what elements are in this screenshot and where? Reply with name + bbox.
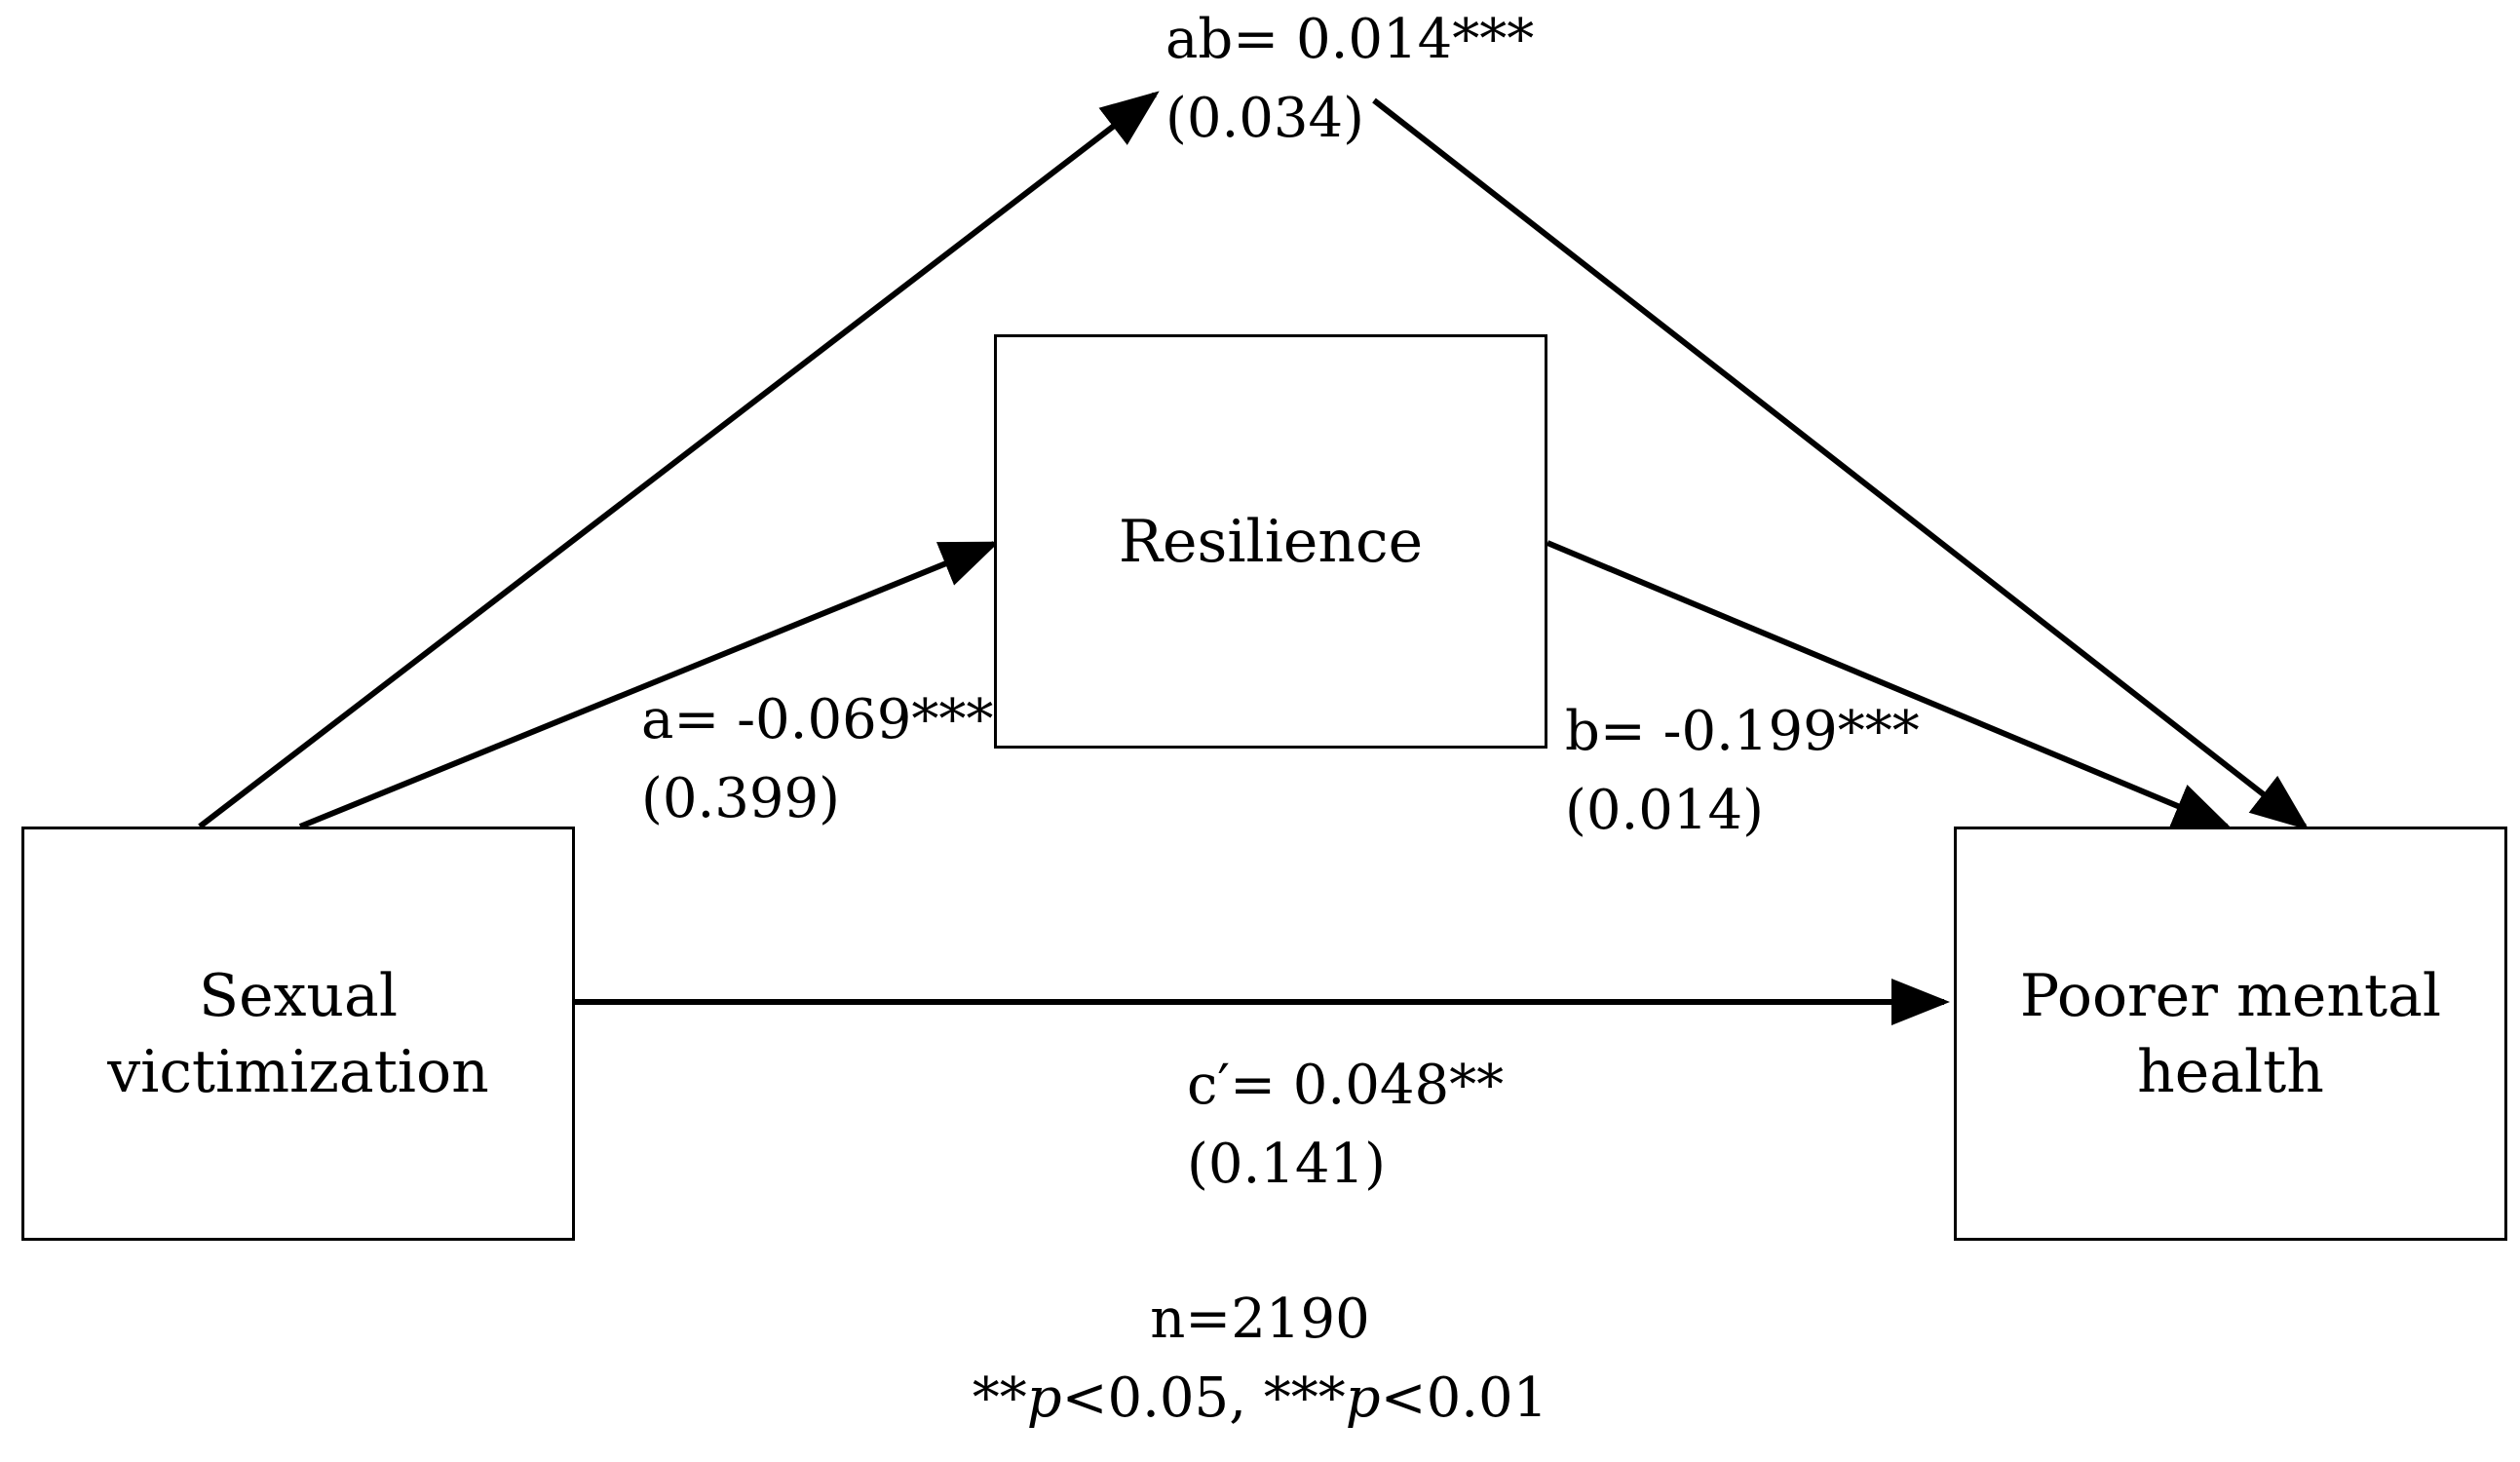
node-resilience-label: Resilience [1118, 507, 1424, 576]
diagram-footnote: n=2190 **p<0.05, ***p<0.01 [0, 1280, 2520, 1438]
indirect-se: (0.034) [1165, 87, 1365, 151]
path-a-se: (0.399) [641, 767, 841, 831]
label-path-b: b= -0.199*** (0.014) [1565, 692, 1920, 850]
sample-size: n=2190 [1150, 1288, 1370, 1351]
arrow-path-b [1546, 540, 2233, 829]
node-sexual-victimization-label: Sexual victimization [107, 961, 489, 1106]
label-path-a: a= -0.069*** (0.399) [641, 680, 993, 838]
path-b-coefficient: b= -0.199*** [1565, 700, 1920, 763]
node-poorer-mental-health-label: Poorer mental health [2019, 961, 2442, 1106]
arrow-indirect-down [1372, 97, 2310, 830]
arrow-path-a [298, 541, 1000, 829]
label-path-direct: c′= 0.048** (0.141) [1187, 1046, 1504, 1204]
path-direct-se: (0.141) [1187, 1133, 1387, 1197]
node-sexual-victimization: Sexual victimization [21, 827, 575, 1241]
path-direct-coefficient: c′= 0.048** [1187, 1054, 1505, 1117]
arrow-indirect-up [198, 91, 1160, 829]
path-a-coefficient: a= -0.069*** [641, 688, 994, 751]
indirect-coefficient: ab= 0.014*** [1165, 8, 1535, 71]
significance-legend: **p<0.05, ***p<0.01 [972, 1366, 1548, 1431]
path-b-se: (0.014) [1565, 779, 1765, 843]
node-resilience: Resilience [994, 334, 1547, 749]
node-poorer-mental-health: Poorer mental health [1954, 827, 2507, 1241]
label-indirect-effect: ab= 0.014*** (0.034) [1165, 0, 1534, 158]
